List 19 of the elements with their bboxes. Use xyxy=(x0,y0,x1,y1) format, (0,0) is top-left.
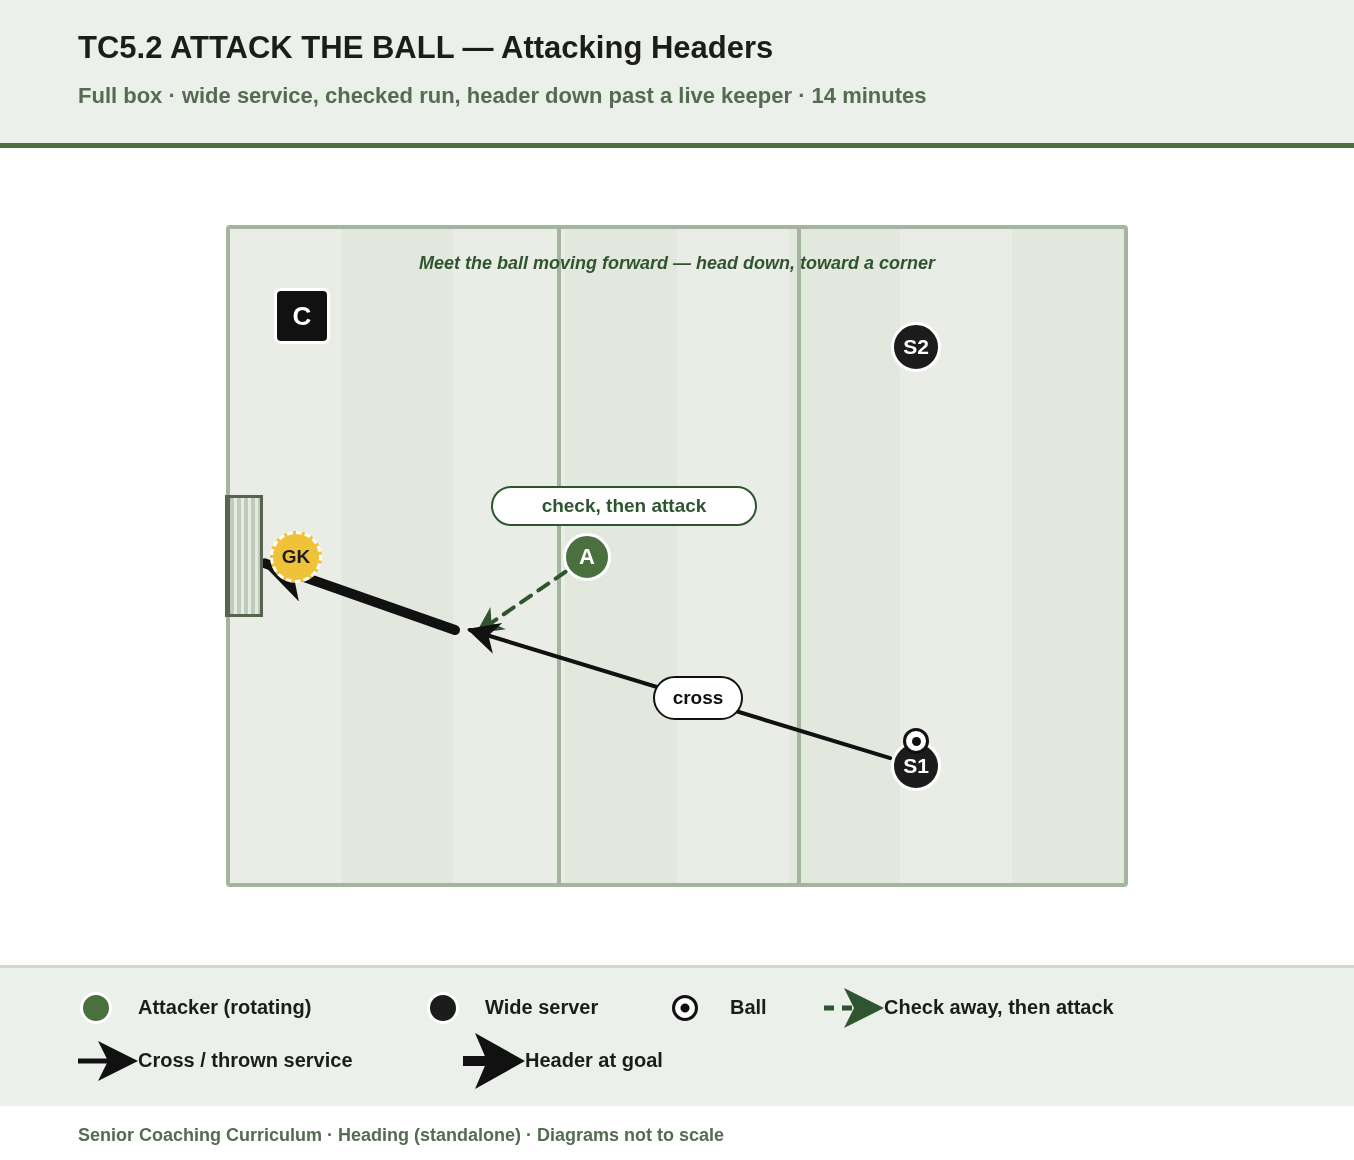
legend-label: Wide server xyxy=(485,996,599,1019)
footer-note: Senior Coaching Curriculum · Heading (standalone) · Diagrams not to scale xyxy=(78,1125,725,1145)
legend-label: Check away, then attack xyxy=(884,996,1114,1019)
subtitle: Full box · wide service, checked run, header down past a live keeper · 14 minutes xyxy=(78,83,927,108)
legend-label: Attacker (rotating) xyxy=(138,996,312,1019)
player-label: C xyxy=(292,300,312,332)
legend-label: Header at goal xyxy=(525,1049,663,1072)
legend-label: Ball xyxy=(730,996,767,1019)
coach-square xyxy=(274,288,330,344)
player-label: S1 xyxy=(903,754,929,778)
player-label: S2 xyxy=(903,335,929,359)
player-label: GK xyxy=(281,546,311,568)
legend-label: Cross / thrown service xyxy=(138,1049,353,1072)
title: TC5.2 ATTACK THE BALL — Attacking Headers xyxy=(78,30,774,66)
edge-label: cross xyxy=(653,676,743,720)
player-label: A xyxy=(579,544,595,570)
coaching-note: Meet the ball moving forward — head down, toward a corner xyxy=(418,253,936,273)
edge-label: check, then attack xyxy=(491,486,757,526)
goal-frame xyxy=(225,495,263,617)
